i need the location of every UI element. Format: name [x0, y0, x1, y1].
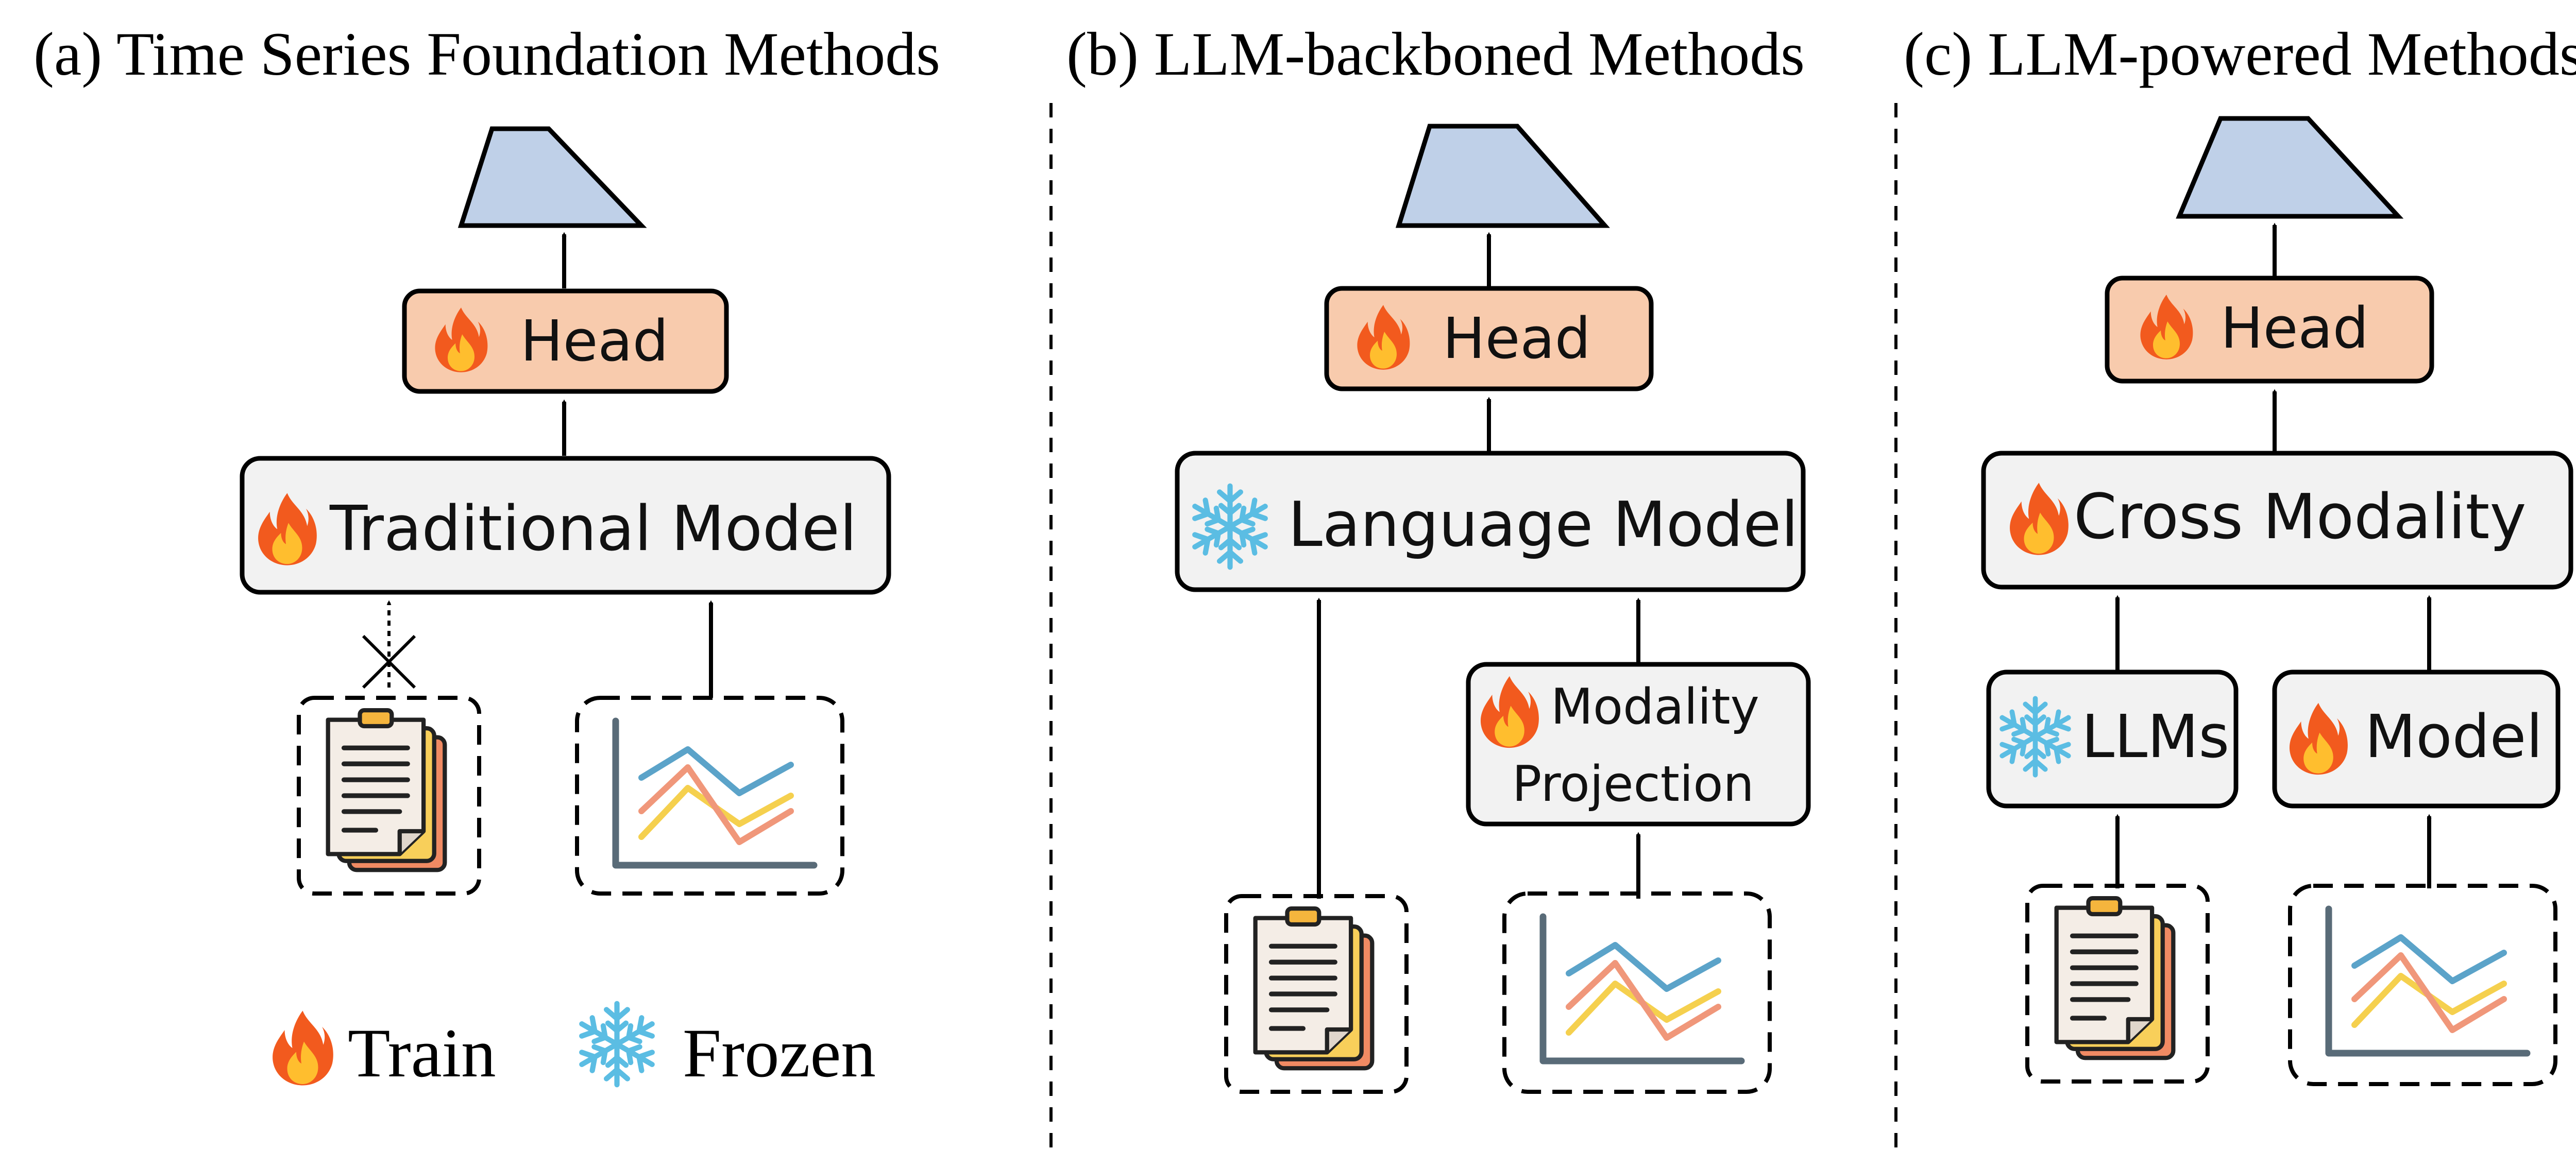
series-input-frame: [2288, 884, 2557, 1086]
panel-a-title: (a) Time Series Foundation Methods: [33, 20, 940, 88]
ts-model-box: [2272, 670, 2561, 809]
modality-projection-box: [1466, 662, 1811, 827]
legend-train-label: Train: [348, 1015, 496, 1092]
panel-b: (b) LLM-backboned Methods Head Language …: [1066, 20, 1811, 1094]
document-icon: [328, 710, 445, 870]
head-box: [1324, 286, 1654, 391]
llms-label: LLMs: [2081, 702, 2229, 771]
text-input-frame: [297, 696, 481, 896]
language-model-label: Language Model: [1288, 489, 1799, 561]
blocked-cross-icon: [362, 634, 416, 689]
head-box: [402, 288, 729, 394]
series-input-frame: [575, 696, 844, 896]
ts-model-label: Model: [2365, 702, 2543, 771]
head-label: Head: [1443, 305, 1591, 371]
panel-b-title: (b) LLM-backboned Methods: [1066, 20, 1805, 88]
head-label: Head: [2221, 295, 2369, 361]
document-icon: [2057, 898, 2174, 1058]
llms-box: [1986, 670, 2239, 809]
legend: Train Frozen: [273, 1004, 876, 1092]
line-chart-icon: [2329, 909, 2527, 1053]
series-input-frame: [1502, 891, 1772, 1094]
text-input-frame: [2025, 884, 2210, 1084]
language-model-box: [1175, 451, 1806, 592]
panel-c-title: (c) LLM-powered Methods: [1904, 20, 2576, 88]
traditional-model-box: [240, 456, 891, 595]
panel-a: (a) Time Series Foundation Methods Head …: [33, 20, 940, 1092]
panel-c: (c) LLM-powered Methods Head Cross Modal…: [1904, 20, 2576, 1086]
legend-fire-icon: [273, 1010, 333, 1086]
head-label: Head: [520, 308, 669, 374]
output-trapezoid-icon: [1395, 124, 1610, 228]
legend-frozen-label: Frozen: [683, 1015, 876, 1092]
output-trapezoid-icon: [2176, 116, 2404, 219]
line-chart-icon: [616, 721, 814, 865]
output-trapezoid-icon: [457, 126, 647, 228]
modality-projection-label-line1: Modality: [1551, 679, 1759, 735]
head-box: [2105, 276, 2434, 384]
legend-snowflake-icon: [577, 1004, 657, 1085]
modality-projection-label-line2: Projection: [1512, 756, 1754, 813]
cross-modality-label: Cross Modality: [2074, 482, 2527, 553]
line-chart-icon: [1543, 917, 1741, 1061]
text-input-frame: [1224, 894, 1409, 1094]
cross-modality-box: [1981, 451, 2573, 590]
document-icon: [1256, 908, 1372, 1068]
traditional-model-label: Traditional Model: [329, 493, 857, 565]
